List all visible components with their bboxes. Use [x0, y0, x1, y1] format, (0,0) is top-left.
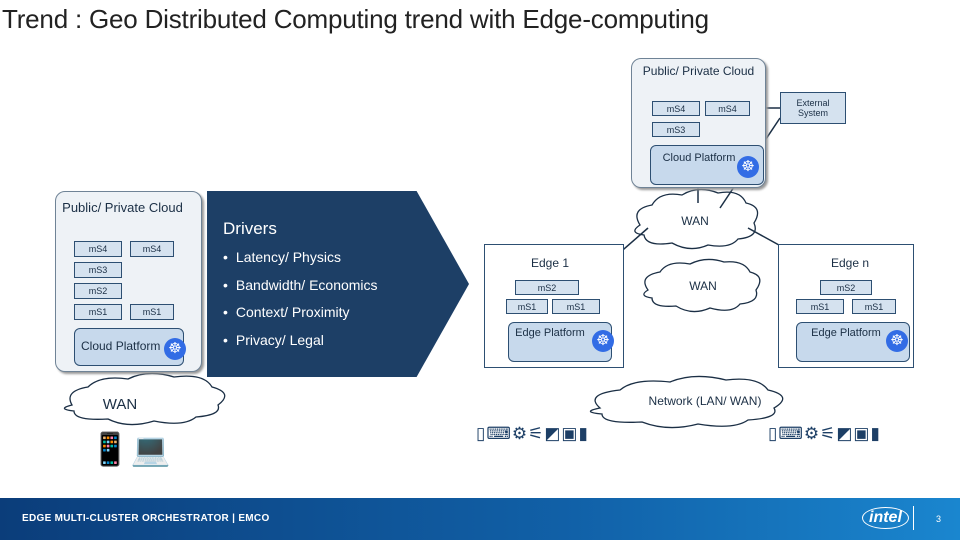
edge1-ms-1: mS2: [515, 280, 579, 295]
top-ms-2: mS4: [705, 101, 750, 116]
kubernetes-icon: ☸: [737, 156, 759, 178]
footer-text: EDGE MULTI-CLUSTER ORCHESTRATOR | EMCO: [22, 513, 270, 524]
devices-icon: 📱💻: [90, 431, 172, 467]
edge1-title: Edge 1: [530, 256, 570, 270]
left-cloud-platform: Cloud Platform: [74, 328, 184, 366]
edgen-platform-label: Edge Platform: [811, 327, 881, 339]
edge1-ms-2: mS1: [506, 299, 548, 314]
kubernetes-icon: ☸: [164, 338, 186, 360]
wan-mid-label: WAN: [689, 279, 717, 293]
top-cloud-platform-label: Cloud Platform: [662, 152, 736, 164]
driver-item: Latency/ Physics: [223, 249, 378, 277]
driver-item: Bandwidth/ Economics: [223, 277, 378, 305]
left-ms-3: mS3: [74, 262, 122, 278]
intel-logo: intel: [862, 507, 909, 529]
edgen-platform: Edge Platform: [796, 322, 910, 362]
left-cluster-title: Public/ Private Cloud: [62, 200, 183, 215]
wan-cloud-left: [63, 372, 226, 426]
wan-top-label: WAN: [681, 214, 709, 228]
edgen-title: Edge n: [830, 256, 870, 270]
left-cloud-platform-label: Cloud Platform: [81, 339, 161, 353]
edge1-platform-label: Edge Platform: [515, 327, 585, 339]
network-label: Network (LAN/ WAN): [648, 394, 762, 408]
external-system: External System: [780, 92, 846, 124]
page-number: 3: [936, 514, 942, 524]
left-ms-2: mS4: [130, 241, 174, 257]
edgen-ms-1: mS2: [820, 280, 872, 295]
driver-item: Context/ Proximity: [223, 304, 378, 332]
edge1-ms-3: mS1: [552, 299, 600, 314]
top-ms-3: mS3: [652, 122, 700, 137]
left-ms-5: mS1: [74, 304, 122, 320]
left-ms-1: mS4: [74, 241, 122, 257]
left-ms-6: mS1: [130, 304, 174, 320]
drivers-panel: Drivers Latency/ Physics Bandwidth/ Econ…: [207, 191, 469, 377]
edgen-ms-2: mS1: [796, 299, 844, 314]
top-cluster-title: Public/ Private Cloud: [642, 64, 755, 78]
devices-icon: ▯⌨⚙⚟◩▣▮: [768, 424, 881, 443]
devices-icon: ▯⌨⚙⚟◩▣▮: [476, 424, 589, 443]
kubernetes-icon: ☸: [592, 330, 614, 352]
drivers-heading: Drivers: [223, 219, 277, 238]
top-ms-1: mS4: [652, 101, 700, 116]
edgen-ms-3: mS1: [852, 299, 896, 314]
kubernetes-icon: ☸: [886, 330, 908, 352]
wan-cloud-mid: [643, 258, 761, 313]
footer-bar: EDGE MULTI-CLUSTER ORCHESTRATOR | EMCO i…: [0, 498, 960, 540]
drivers-list: Latency/ Physics Bandwidth/ Economics Co…: [223, 249, 378, 359]
footer-divider: [913, 506, 914, 530]
left-wan-label: WAN: [102, 396, 138, 413]
slide-title: Trend : Geo Distributed Computing trend …: [2, 4, 709, 34]
driver-item: Privacy/ Legal: [223, 332, 378, 360]
network-cloud: [589, 375, 784, 429]
wan-cloud-top: [634, 188, 759, 250]
left-ms-4: mS2: [74, 283, 122, 299]
